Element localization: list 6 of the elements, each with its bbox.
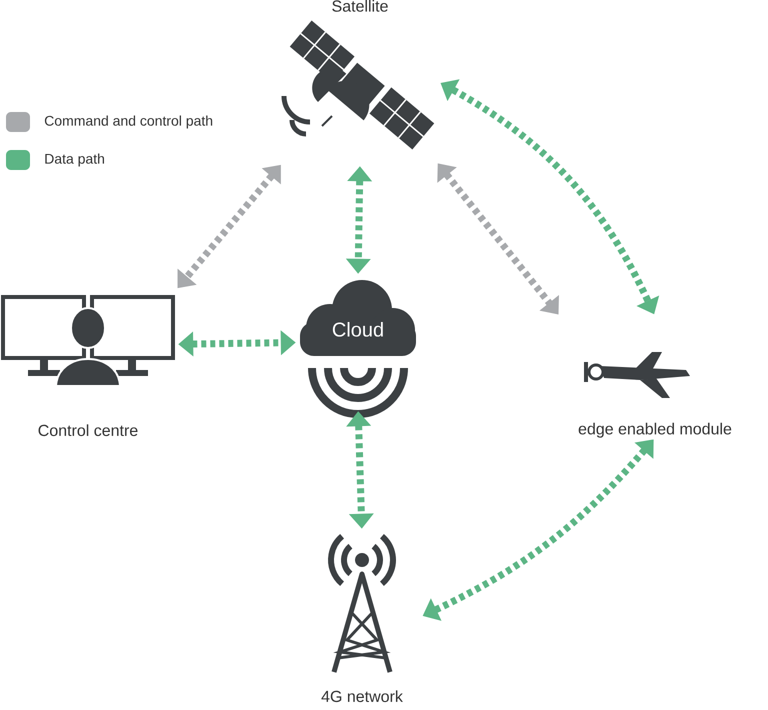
legend-text: Data path <box>45 153 104 167</box>
control-centre-label: Control centre <box>38 424 138 436</box>
module-label: edge enabled module <box>578 422 732 438</box>
network-label: 4G network <box>321 690 403 702</box>
satellite-label: Satellite <box>332 0 388 12</box>
legend-text: Command and control path <box>44 115 212 129</box>
